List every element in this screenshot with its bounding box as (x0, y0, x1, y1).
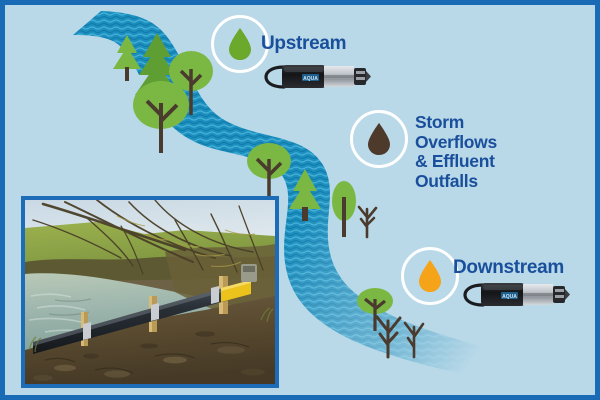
bare-tree (357, 205, 378, 239)
riverbank-outfall-photo (21, 196, 279, 388)
water-droplet-icon (419, 260, 441, 292)
deciduous-tree (133, 81, 189, 153)
bare-tree (375, 315, 402, 359)
water-quality-sensor-probe-icon: AQUA (463, 283, 570, 307)
deciduous-tree (332, 181, 356, 237)
sensor-downstream: AQUA (461, 275, 571, 315)
photo-content (25, 200, 275, 384)
conifer-tree (289, 169, 321, 221)
deciduous-tree (357, 288, 393, 331)
outfall-pipe (33, 264, 257, 354)
water-quality-sensor-probe-icon: AQUA (264, 65, 371, 89)
svg-text:AQUA: AQUA (502, 294, 517, 300)
water-droplet-icon (229, 28, 251, 60)
conifer-tree (113, 35, 141, 81)
river-illustration (73, 11, 595, 395)
label-storm-overflows: Storm Overflows & Effluent Outfalls (415, 112, 497, 191)
svg-text:AQUA: AQUA (303, 76, 318, 82)
bare-tree (403, 321, 425, 359)
label-upstream: Upstream (261, 33, 347, 54)
marker-downstream[interactable] (401, 247, 459, 305)
marker-upstream[interactable] (211, 15, 269, 73)
tree-illustrations (113, 33, 425, 359)
sensor-upstream: AQUA (262, 57, 372, 97)
label-downstream: Downstream (453, 257, 565, 278)
deciduous-tree (247, 143, 291, 201)
water-droplet-icon (368, 123, 390, 155)
marker-storm-overflows[interactable] (350, 110, 408, 168)
deciduous-tree (169, 51, 213, 115)
